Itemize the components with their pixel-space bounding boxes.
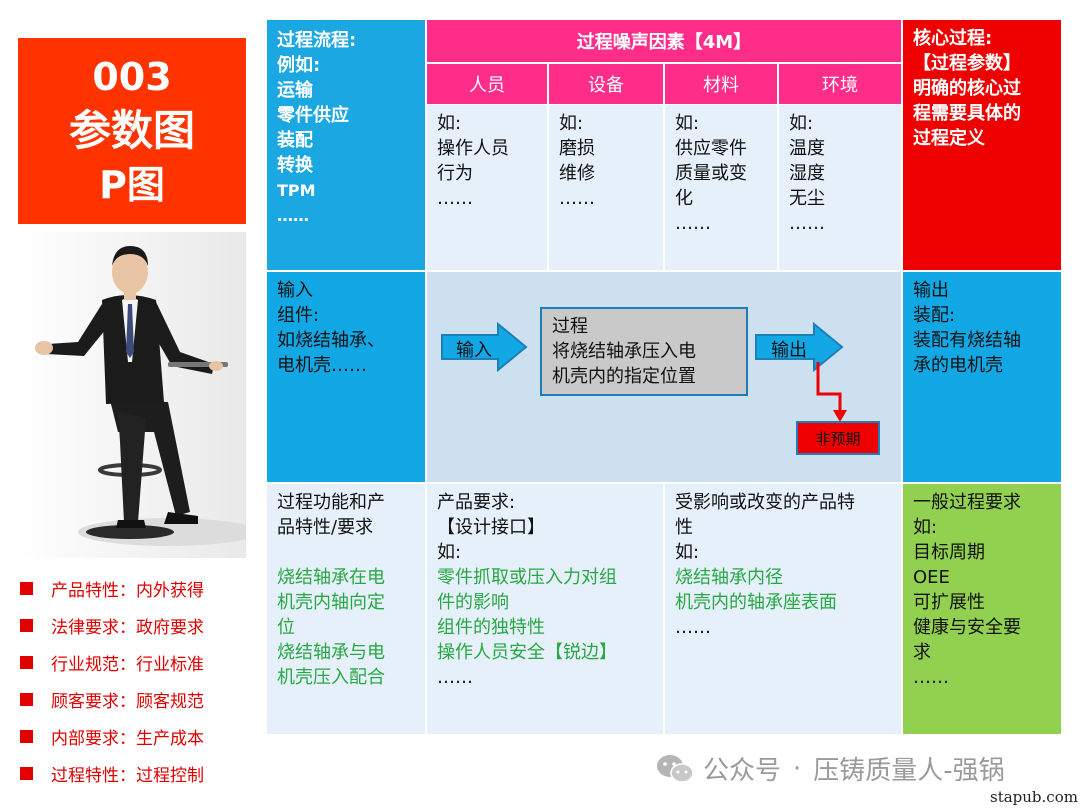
list-item: 内部要求：生产成本 — [20, 718, 260, 755]
input-arrow-icon — [441, 322, 528, 372]
unexpected-arrow-icon — [816, 362, 847, 422]
input-cell: 输入 组件: 如烧结轴承、 电机壳…… — [267, 272, 425, 482]
requirement-list: 产品特性：内外获得 法律要求：政府要求 行业规范：行业标准 顾客要求：顾客规范 … — [20, 570, 260, 792]
noise-factors-header: 过程噪声因素【4M】 — [427, 20, 901, 62]
product-requirements-cell: 产品要求: 【设计接口】 如: 零件抓取或压入力对组 件的影响 组件的独特性 操… — [427, 484, 663, 734]
bullet-square-icon — [20, 582, 33, 595]
bullet-square-icon — [20, 656, 33, 669]
noise-material-cell: 如: 供应零件 质量或变 化 …… — [665, 105, 777, 270]
output-arrow-icon — [755, 322, 844, 372]
watermark-left: 公众号 — [703, 756, 782, 786]
watermark-separator: · — [793, 753, 802, 784]
output-arrow-label: 输出 — [771, 340, 807, 361]
function-requirements-cell: 过程功能和产 品特性/要求 烧结轴承在电 机壳内轴向定 位 烧结轴承与电 机壳压… — [267, 484, 425, 734]
title-number: 003 — [92, 55, 172, 99]
watermark-right: 压铸质量人-强锅 — [813, 756, 1005, 786]
noise-header-people: 人员 — [427, 64, 547, 104]
watermark: 公众号 · 压铸质量人-强锅 — [655, 750, 1005, 787]
bullet-square-icon — [20, 767, 33, 780]
list-item: 产品特性：内外获得 — [20, 570, 260, 607]
output-cell: 输出 装配: 装配有烧结轴 承的电机壳 — [903, 272, 1061, 482]
title-box: 003 参数图 P图 — [18, 38, 246, 224]
site-url: stapub.com — [990, 788, 1078, 806]
general-requirements-cell: 一般过程要求 如: 目标周期 OEE 可扩展性 健康与安全要 求 …… — [903, 484, 1061, 734]
list-item: 法律要求：政府要求 — [20, 607, 260, 644]
bullet-square-icon — [20, 619, 33, 632]
noise-header-material: 材料 — [665, 64, 777, 104]
title-main: 参数图 — [68, 106, 195, 155]
noise-equipment-cell: 如: 磨损 维修 …… — [549, 105, 663, 270]
businessman-illustration — [18, 232, 246, 558]
wechat-icon — [657, 754, 694, 783]
process-box: 过程 将烧结轴承压入电 机壳内的指定位置 — [540, 307, 748, 396]
noise-header-environment: 环境 — [779, 64, 901, 104]
noise-people-cell: 如: 操作人员 行为 …… — [427, 105, 547, 270]
core-process-cell: 核心过程: 【过程参数】 明确的核心过 程需要具体的 过程定义 — [903, 20, 1061, 270]
unexpected-output-box: 非预期 — [796, 421, 880, 455]
process-flow-cell: 过程流程: 例如: 运输 零件供应 装配 转换 TPM …… — [267, 20, 425, 270]
noise-header-equipment: 设备 — [549, 64, 663, 104]
input-arrow-label: 输入 — [456, 340, 492, 361]
list-item: 行业规范：行业标准 — [20, 644, 260, 681]
affected-characteristics-cell: 受影响或改变的产品特 性 如: 烧结轴承内径 机壳内的轴承座表面 …… — [665, 484, 901, 734]
list-item: 顾客要求：顾客规范 — [20, 681, 260, 718]
bullet-square-icon — [20, 693, 33, 706]
list-item: 过程特性：过程控制 — [20, 755, 260, 792]
title-sub: P图 — [99, 163, 165, 207]
noise-environment-cell: 如: 温度 湿度 无尘 …… — [779, 105, 901, 270]
bullet-square-icon — [20, 730, 33, 743]
